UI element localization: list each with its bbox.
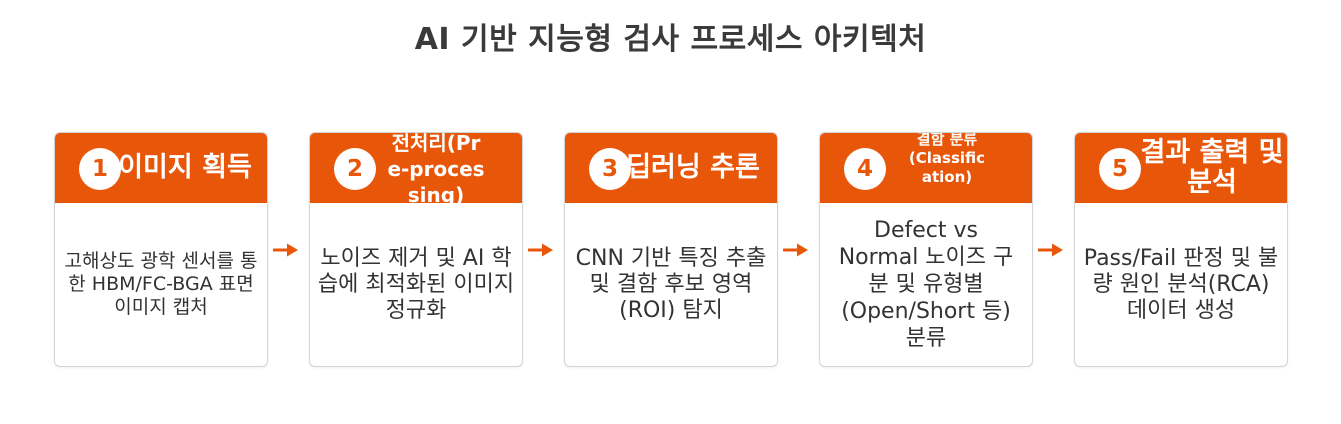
diagram-title: AI 기반 지능형 검사 프로세스 아키텍처	[414, 22, 927, 57]
arrow-icon	[783, 243, 808, 257]
step-label-3: 딥러닝 추론	[626, 152, 760, 183]
step-card-4: 결함 분류(Classification) 4 Defect vs Normal…	[819, 132, 1033, 367]
step-label-1: 이미지 획득	[118, 152, 252, 183]
step-card-1: 이미지 획득 1 고해상도 광학 센서를 통한 HBM/FC-BGA 표면 이미…	[54, 132, 268, 367]
arrow-icon	[1038, 243, 1063, 257]
step-label-5: 결과 출력 및 분석	[1140, 137, 1284, 198]
step-number-2: 2	[334, 148, 376, 190]
step-label-4: 결함 분류(Classification)	[908, 132, 986, 186]
step-description-4: Defect vs Normal 노이즈 구분 및 유형별(Open/Short…	[838, 218, 1014, 351]
step-label-2: 전처리(Pre-processing)	[387, 132, 485, 207]
step-description-5: Pass/Fail 판정 및 불량 원인 분석(RCA) 데이터 생성	[1083, 245, 1279, 323]
step-card-2: 전처리(Pre-processing) 2 노이즈 제거 및 AI 학습에 최적…	[309, 132, 523, 367]
step-description-3: CNN 기반 특징 추출 및 결함 후보 영역(ROI) 탐지	[575, 245, 767, 323]
step-header-1: 이미지 획득 1	[55, 133, 267, 203]
arrow-icon	[273, 243, 298, 257]
step-header-2: 전처리(Pre-processing) 2	[310, 133, 522, 207]
step-header-3: 딥러닝 추론 3	[565, 133, 777, 203]
step-number-3: 3	[589, 148, 631, 190]
step-description-2: 노이즈 제거 및 AI 학습에 최적화된 이미지 정규화	[317, 245, 515, 323]
step-header-5: 결과 출력 및 분석 5	[1075, 133, 1287, 203]
arrow-icon	[528, 243, 553, 257]
step-number-4: 4	[844, 148, 886, 190]
step-description-1: 고해상도 광학 센서를 통한 HBM/FC-BGA 표면 이미지 캡처	[64, 250, 258, 318]
step-number-1: 1	[79, 148, 121, 190]
step-card-5: 결과 출력 및 분석 5 Pass/Fail 판정 및 불량 원인 분석(RCA…	[1074, 132, 1288, 367]
step-card-3: 딥러닝 추론 3 CNN 기반 특징 추출 및 결함 후보 영역(ROI) 탐지	[564, 132, 778, 367]
step-number-5: 5	[1099, 148, 1141, 190]
step-header-4: 결함 분류(Classification) 4	[820, 133, 1032, 203]
